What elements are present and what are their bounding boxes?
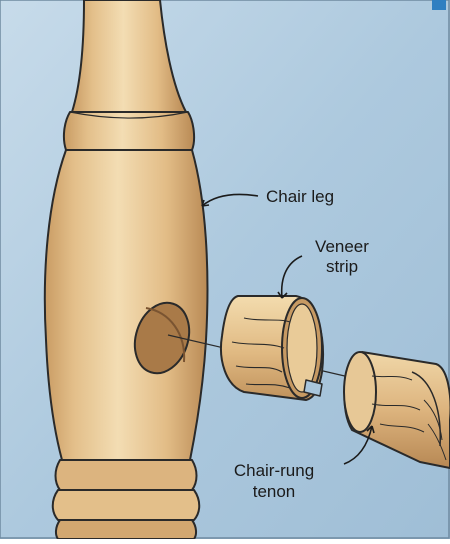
corner-tab [432,0,446,10]
label-veneer-line2: strip [326,257,358,276]
veneer-strip-illustration [221,296,323,400]
label-tenon-line1: Chair-rung [234,461,314,480]
label-chair-leg: Chair leg [266,187,334,206]
label-veneer-line1: Veneer [315,237,369,256]
label-tenon-line2: tenon [253,482,296,501]
